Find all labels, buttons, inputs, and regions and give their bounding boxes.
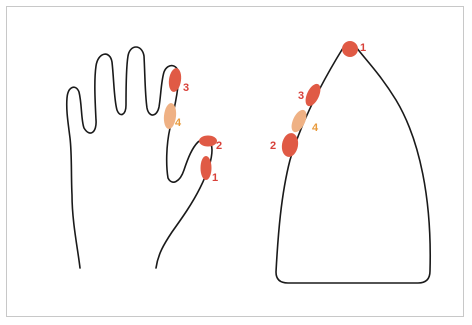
hand-contact-2	[199, 136, 217, 147]
hand-outline	[67, 47, 212, 268]
iron-contact-1	[342, 41, 358, 57]
iron-contact-3	[302, 82, 323, 109]
iron-label-3: 3	[298, 90, 304, 102]
iron-contact-4	[288, 108, 309, 135]
hand-label-2: 2	[216, 140, 222, 152]
iron-label-2: 2	[270, 140, 276, 152]
iron-contact-2	[280, 132, 300, 158]
hand-label-4: 4	[175, 117, 182, 129]
iron-label-4: 4	[312, 122, 319, 134]
iron-outline	[276, 44, 430, 283]
hand-contact-1	[201, 156, 212, 180]
hand-contact-3	[167, 67, 182, 92]
iron-label-1: 1	[360, 42, 366, 54]
hand-label-1: 1	[212, 172, 218, 184]
hand-label-3: 3	[183, 82, 189, 94]
